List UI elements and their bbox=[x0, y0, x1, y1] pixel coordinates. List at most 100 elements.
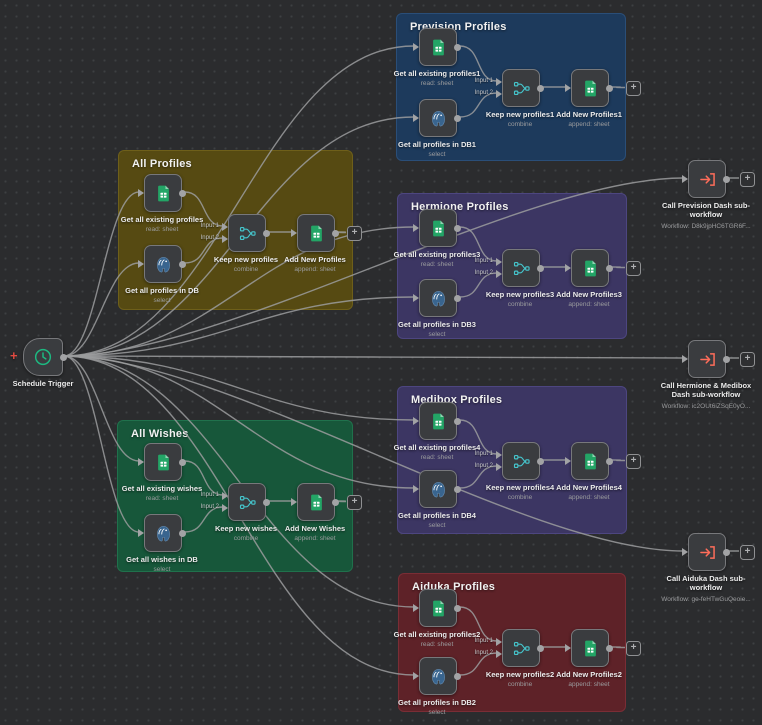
input-port-1[interactable] bbox=[496, 258, 502, 266]
output-port[interactable] bbox=[454, 604, 461, 612]
input-port-2[interactable] bbox=[496, 270, 502, 278]
add-node-button[interactable]: + bbox=[626, 81, 641, 96]
add-node-button[interactable]: + bbox=[626, 454, 641, 469]
node-add-new-profiles1-box[interactable] bbox=[565, 69, 613, 107]
add-node-button[interactable]: + bbox=[740, 171, 755, 187]
input-port-2[interactable] bbox=[222, 235, 228, 243]
output-port[interactable] bbox=[606, 264, 613, 272]
input-port[interactable] bbox=[682, 355, 688, 363]
output-port[interactable] bbox=[723, 355, 730, 363]
input-port[interactable] bbox=[138, 458, 144, 466]
input-port[interactable] bbox=[413, 224, 419, 232]
input-port[interactable] bbox=[413, 672, 419, 680]
node-add-new-wishes-box[interactable] bbox=[291, 483, 339, 521]
add-node-button[interactable]: + bbox=[740, 544, 755, 560]
node-get-all-existing-profiles3-box[interactable] bbox=[413, 209, 461, 247]
add-node-button[interactable]: + bbox=[347, 226, 362, 241]
input-port[interactable] bbox=[565, 644, 571, 652]
input-port[interactable] bbox=[138, 189, 144, 197]
output-port[interactable] bbox=[263, 498, 270, 506]
node-add-new-profiles4-box[interactable] bbox=[565, 442, 613, 480]
output-port[interactable] bbox=[263, 229, 270, 237]
input-port[interactable] bbox=[565, 457, 571, 465]
output-port[interactable] bbox=[537, 644, 544, 652]
output-port[interactable] bbox=[606, 644, 613, 652]
node-get-all-existing-profiles-box[interactable] bbox=[138, 174, 186, 212]
output-port[interactable] bbox=[454, 43, 461, 51]
input-port[interactable] bbox=[413, 294, 419, 302]
output-port[interactable] bbox=[454, 672, 461, 680]
input-port[interactable] bbox=[565, 84, 571, 92]
node-call-prevision-dash-sub-workflow-box[interactable] bbox=[682, 160, 730, 198]
output-port[interactable] bbox=[454, 224, 461, 232]
output-port[interactable] bbox=[606, 84, 613, 92]
node-get-all-profiles-in-db-box[interactable] bbox=[138, 245, 186, 283]
input-port[interactable] bbox=[682, 548, 688, 556]
node-call-aiduka-dash-sub-workflow-box[interactable] bbox=[682, 533, 730, 571]
input-port-2[interactable] bbox=[496, 90, 502, 98]
input-port-2[interactable] bbox=[496, 463, 502, 471]
add-node-button[interactable]: + bbox=[626, 641, 641, 656]
input-port[interactable] bbox=[138, 260, 144, 268]
node-get-all-existing-profiles1-box[interactable] bbox=[413, 28, 461, 66]
input-port[interactable] bbox=[138, 529, 144, 537]
output-port[interactable] bbox=[332, 229, 339, 237]
output-port[interactable] bbox=[606, 457, 613, 465]
output-port[interactable] bbox=[332, 498, 339, 506]
input-port[interactable] bbox=[413, 604, 419, 612]
input-port[interactable] bbox=[565, 264, 571, 272]
node-add-new-profiles3-box[interactable] bbox=[565, 249, 613, 287]
node-get-all-profiles-in-db4-box[interactable] bbox=[413, 470, 461, 508]
output-port[interactable] bbox=[723, 175, 730, 183]
node-get-all-profiles-in-db1-box[interactable] bbox=[413, 99, 461, 137]
node-get-all-wishes-in-db-box[interactable] bbox=[138, 514, 186, 552]
add-node-button[interactable]: + bbox=[740, 351, 755, 367]
node-get-all-profiles-in-db3-box[interactable] bbox=[413, 279, 461, 317]
node-call-hermione-medibox-dash-sub-workflow-box[interactable] bbox=[682, 340, 730, 378]
input-port[interactable] bbox=[291, 229, 297, 237]
input-port-1[interactable] bbox=[222, 223, 228, 231]
output-port[interactable] bbox=[454, 114, 461, 122]
add-node-button[interactable]: + bbox=[626, 261, 641, 276]
input-port-1[interactable] bbox=[222, 492, 228, 500]
output-port[interactable] bbox=[537, 457, 544, 465]
output-port[interactable] bbox=[179, 458, 186, 466]
input-port[interactable] bbox=[413, 485, 419, 493]
output-port[interactable] bbox=[537, 264, 544, 272]
input-port-1[interactable] bbox=[496, 78, 502, 86]
node-schedule-trigger-box[interactable] bbox=[23, 338, 67, 376]
output-port[interactable] bbox=[60, 353, 67, 361]
output-port[interactable] bbox=[179, 189, 186, 197]
add-node-button[interactable]: + bbox=[347, 495, 362, 510]
input-port-1[interactable] bbox=[496, 638, 502, 646]
node-get-all-existing-profiles4-box[interactable] bbox=[413, 402, 461, 440]
